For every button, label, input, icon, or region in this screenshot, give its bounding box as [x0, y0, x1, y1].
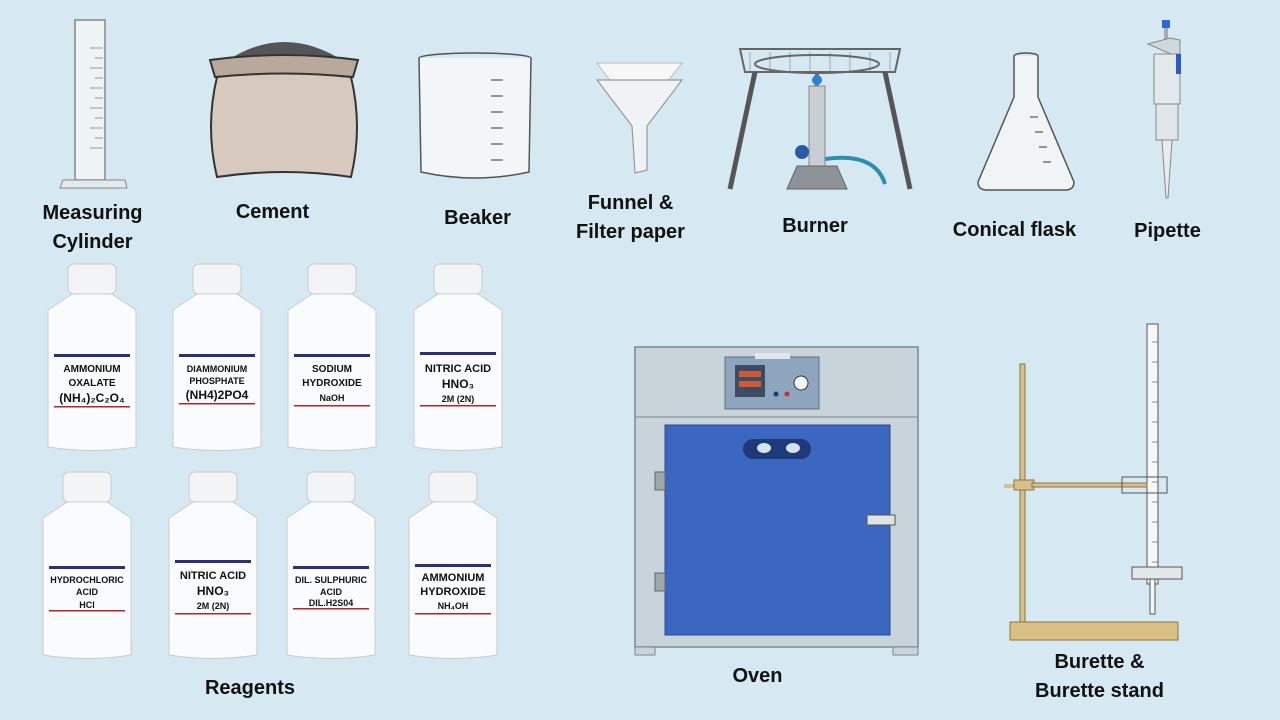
- reagents-label: Reagents: [204, 677, 296, 699]
- measuring-cylinder-icon: [59, 19, 128, 189]
- reagent-name-line1: AMMONIUM: [421, 572, 485, 584]
- reagent-name-line2: HYDROXIDE: [302, 378, 362, 389]
- reagent-bottle: NITRIC ACID HNO₃ 2M (2N): [410, 262, 506, 452]
- reagent-name-line1: DIAMMONIUM: [186, 364, 248, 374]
- bottle-icon: [287, 263, 377, 451]
- reagent-bottle: SODIUM HYDROXIDE NaOH: [284, 262, 380, 452]
- reagent-name-line2: ACID: [320, 587, 342, 597]
- reagent-bottle: HYDROCHLORIC ACID HCl: [39, 470, 135, 660]
- reagent-name-line1: NITRIC ACID: [424, 363, 492, 375]
- funnel-filter-paper-label: Funnel & Filter paper: [576, 192, 685, 243]
- reagent-name-line1: HYDROCHLORIC: [50, 575, 124, 585]
- reagent-formula: NaOH: [319, 393, 345, 403]
- reagent-formula: NH₄OH: [437, 601, 469, 611]
- bottle-icon: [47, 263, 137, 451]
- reagent-bottle: DIAMMONIUM PHOSPHATE (NH4)2PO4: [169, 262, 265, 452]
- bottle-icon: [408, 471, 498, 659]
- reagent-formula: 2M (2N): [441, 394, 475, 404]
- reagent-bottle: NITRIC ACID HNO₃ 2M (2N): [165, 470, 261, 660]
- burette-stand-icon: [1004, 323, 1183, 641]
- oven-icon: [634, 346, 919, 656]
- reagent-bottle: DIL. SULPHURIC ACID DIL.H2S04: [283, 470, 379, 660]
- conical-flask-icon: [977, 52, 1075, 191]
- reagent-formula: (NH4)2PO4: [185, 388, 249, 402]
- reagent-name-line2: HNO₃: [196, 584, 230, 598]
- reagent-bottle: AMMONIUM OXALATE (NH₄)₂C₂O₄: [44, 262, 140, 452]
- conical-flask-label: Conical flask: [952, 219, 1077, 241]
- reagent-name-line2: PHOSPHATE: [189, 376, 245, 386]
- reagent-formula: (NH₄)₂C₂O₄: [59, 391, 125, 405]
- reagent-bottle: AMMONIUM HYDROXIDE NH₄OH: [405, 470, 501, 660]
- burette-stand-label: Burette & Burette stand: [1035, 651, 1164, 702]
- reagent-name-line1: NITRIC ACID: [179, 570, 247, 582]
- pipette-icon: [1146, 20, 1181, 199]
- reagent-formula: 2M (2N): [196, 601, 230, 611]
- reagent-name-line1: DIL. SULPHURIC: [295, 575, 367, 585]
- measuring-cylinder-label: Measuring Cylinder: [42, 202, 143, 253]
- reagent-name-line1: SODIUM: [312, 364, 352, 375]
- burner-icon: [727, 48, 913, 190]
- cement-label: Cement: [235, 201, 310, 223]
- bottle-icon: [413, 263, 503, 451]
- reagent-name-line2: OXALATE: [68, 378, 116, 389]
- reagent-name-line1: AMMONIUM: [63, 364, 121, 375]
- funnel-icon: [595, 62, 684, 174]
- burner-label: Burner: [782, 215, 848, 237]
- cement-bag-icon: [208, 42, 360, 179]
- reagent-formula: HCl: [79, 600, 95, 610]
- reagent-name-line2: ACID: [76, 587, 98, 597]
- oven-label: Oven: [732, 665, 783, 687]
- beaker-label: Beaker: [444, 207, 511, 229]
- reagent-name-line2: HNO₃: [441, 377, 475, 391]
- bottle-icon: [286, 471, 376, 659]
- reagent-formula: DIL.H2S04: [308, 598, 354, 608]
- reagent-name-line2: HYDROXIDE: [420, 586, 486, 598]
- bottle-icon: [168, 471, 258, 659]
- beaker-icon: [418, 52, 532, 179]
- bottle-icon: [42, 471, 132, 659]
- bottle-icon: [172, 263, 262, 451]
- pipette-label: Pipette: [1134, 220, 1201, 242]
